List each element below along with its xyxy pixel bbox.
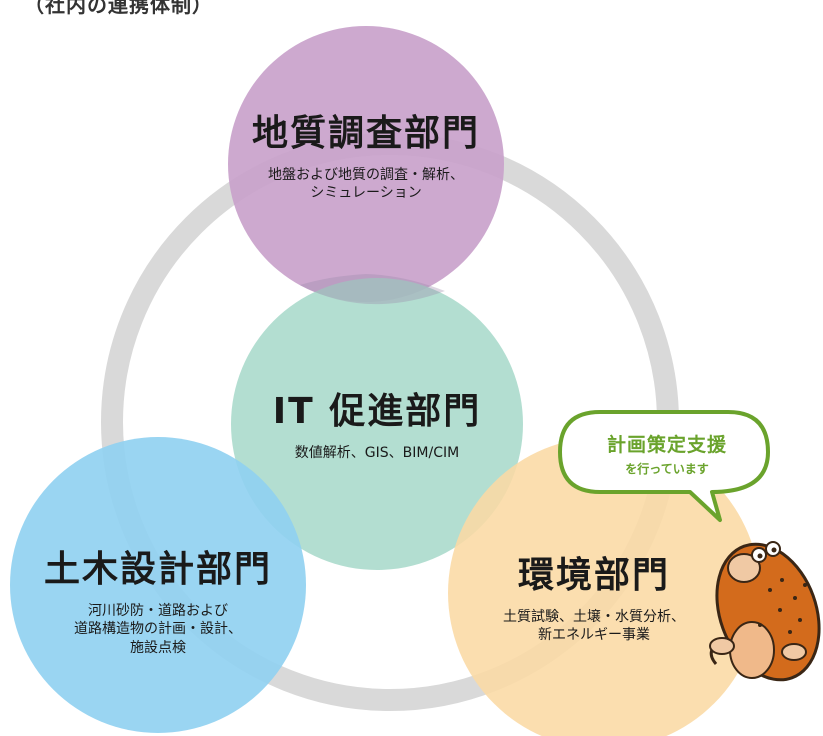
- header-cut-text: （社内の連携体制）: [24, 0, 213, 17]
- speech-bubble: [558, 410, 770, 522]
- circle-civil: [10, 437, 306, 733]
- circle-environment: [448, 437, 760, 736]
- bubble-line-1: 計画策定支援: [606, 434, 727, 456]
- circle-geology: [228, 26, 504, 302]
- speech-bubble-text: 計画策定支援 を行っています: [574, 430, 760, 477]
- mole-mascot-icon: [709, 541, 821, 682]
- overlap-geology-it: [300, 274, 445, 305]
- circle-it: [231, 278, 523, 570]
- bubble-line-2: を行っています: [625, 462, 709, 476]
